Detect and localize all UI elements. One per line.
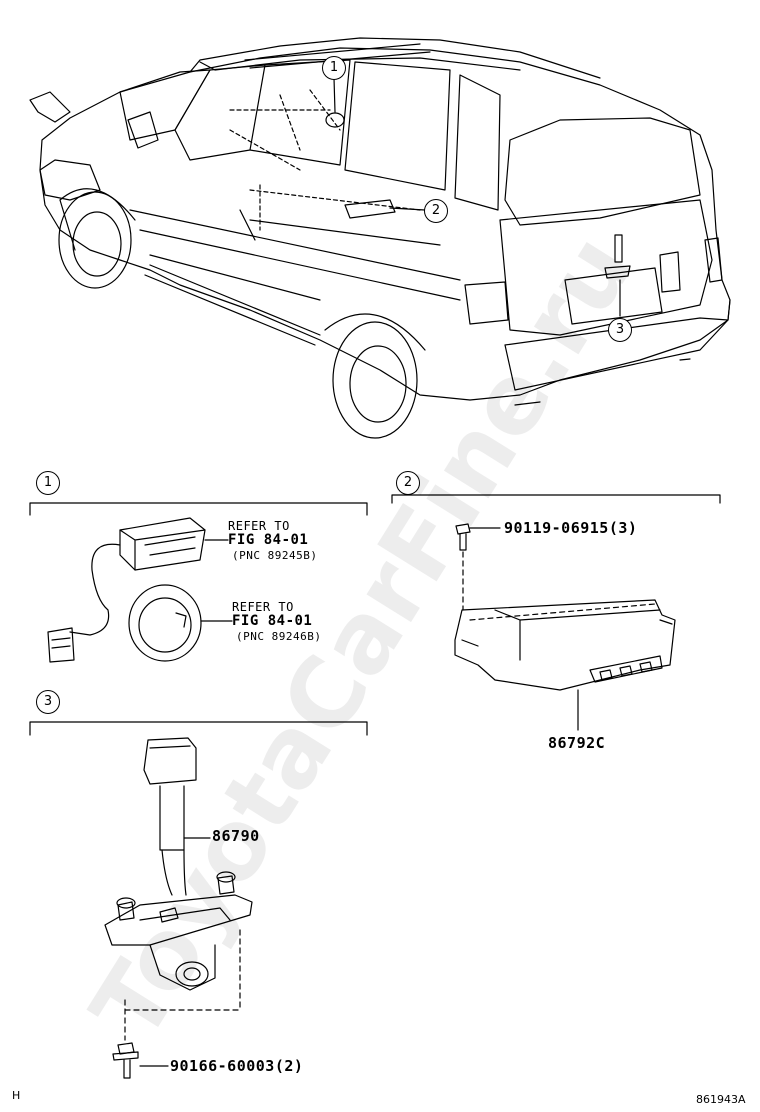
section-2-number: 2 bbox=[396, 471, 420, 495]
screw-part-number[interactable]: 90166-60003(2) bbox=[170, 1057, 304, 1075]
section-3-number: 3 bbox=[36, 690, 60, 714]
section-1-drawing bbox=[29, 502, 368, 663]
ecu-part-number[interactable]: 86792C bbox=[548, 734, 606, 752]
section-2-drawing bbox=[391, 494, 721, 731]
refer-label-2: REFER TO bbox=[232, 600, 294, 614]
pnc-ref-1: (PNC 89245B) bbox=[232, 549, 318, 562]
fig-ref-2[interactable]: FIG 84-01 bbox=[232, 613, 313, 629]
fig-ref-1[interactable]: FIG 84-01 bbox=[228, 532, 309, 548]
pnc-ref-2: (PNC 89246B) bbox=[236, 630, 322, 643]
callout-2: 2 bbox=[424, 199, 448, 223]
callout-1: 1 bbox=[322, 56, 346, 80]
refer-label-1: REFER TO bbox=[228, 519, 290, 533]
footer-left-mark: H bbox=[12, 1089, 21, 1102]
diagram-code: 861943A bbox=[696, 1093, 746, 1106]
section-1-number: 1 bbox=[36, 471, 60, 495]
bolt-part-number[interactable]: 90119-06915(3) bbox=[504, 519, 638, 537]
camera-part-number[interactable]: 86790 bbox=[212, 827, 260, 845]
callout-3: 3 bbox=[608, 318, 632, 342]
vehicle-illustration bbox=[29, 37, 731, 439]
section-3-drawing bbox=[29, 721, 368, 1079]
